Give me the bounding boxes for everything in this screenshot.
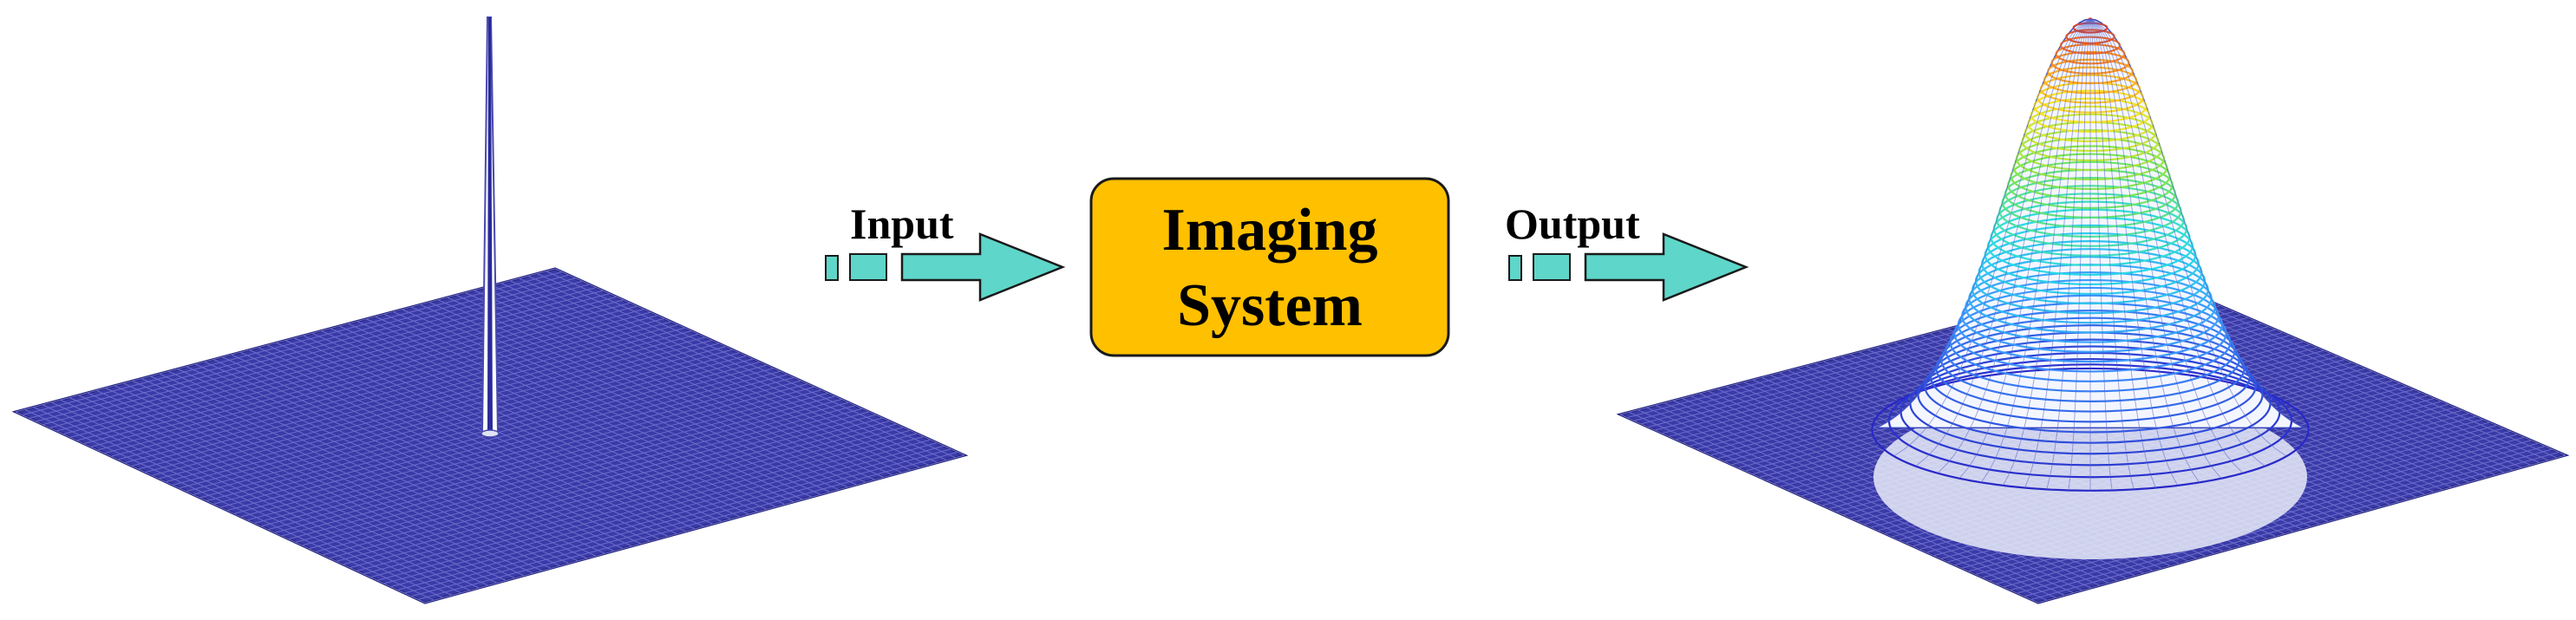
input-arrow: Input (825, 199, 1066, 302)
output-arrow-dash-medium (1533, 253, 1571, 281)
input-arrow-dash-small (825, 255, 839, 281)
input-arrow-dash-medium (849, 253, 887, 281)
output-surface-icon (1616, 17, 2570, 604)
output-arrow-dash-small (1508, 255, 1522, 281)
right-arrow-icon (900, 232, 1066, 302)
output-arrow: Output (1505, 199, 1749, 302)
output-label: Output (1505, 199, 1640, 248)
input-label: Input (850, 199, 954, 248)
system-label-line1: Imaging (1162, 197, 1378, 264)
gaussian-surface (1871, 17, 2310, 559)
imaging-system-box: Imaging System (1089, 177, 1450, 357)
right-arrow-icon (1584, 232, 1749, 302)
system-label-line2: System (1177, 272, 1363, 339)
input-spike (481, 16, 500, 438)
input-surface-icon (11, 16, 969, 604)
